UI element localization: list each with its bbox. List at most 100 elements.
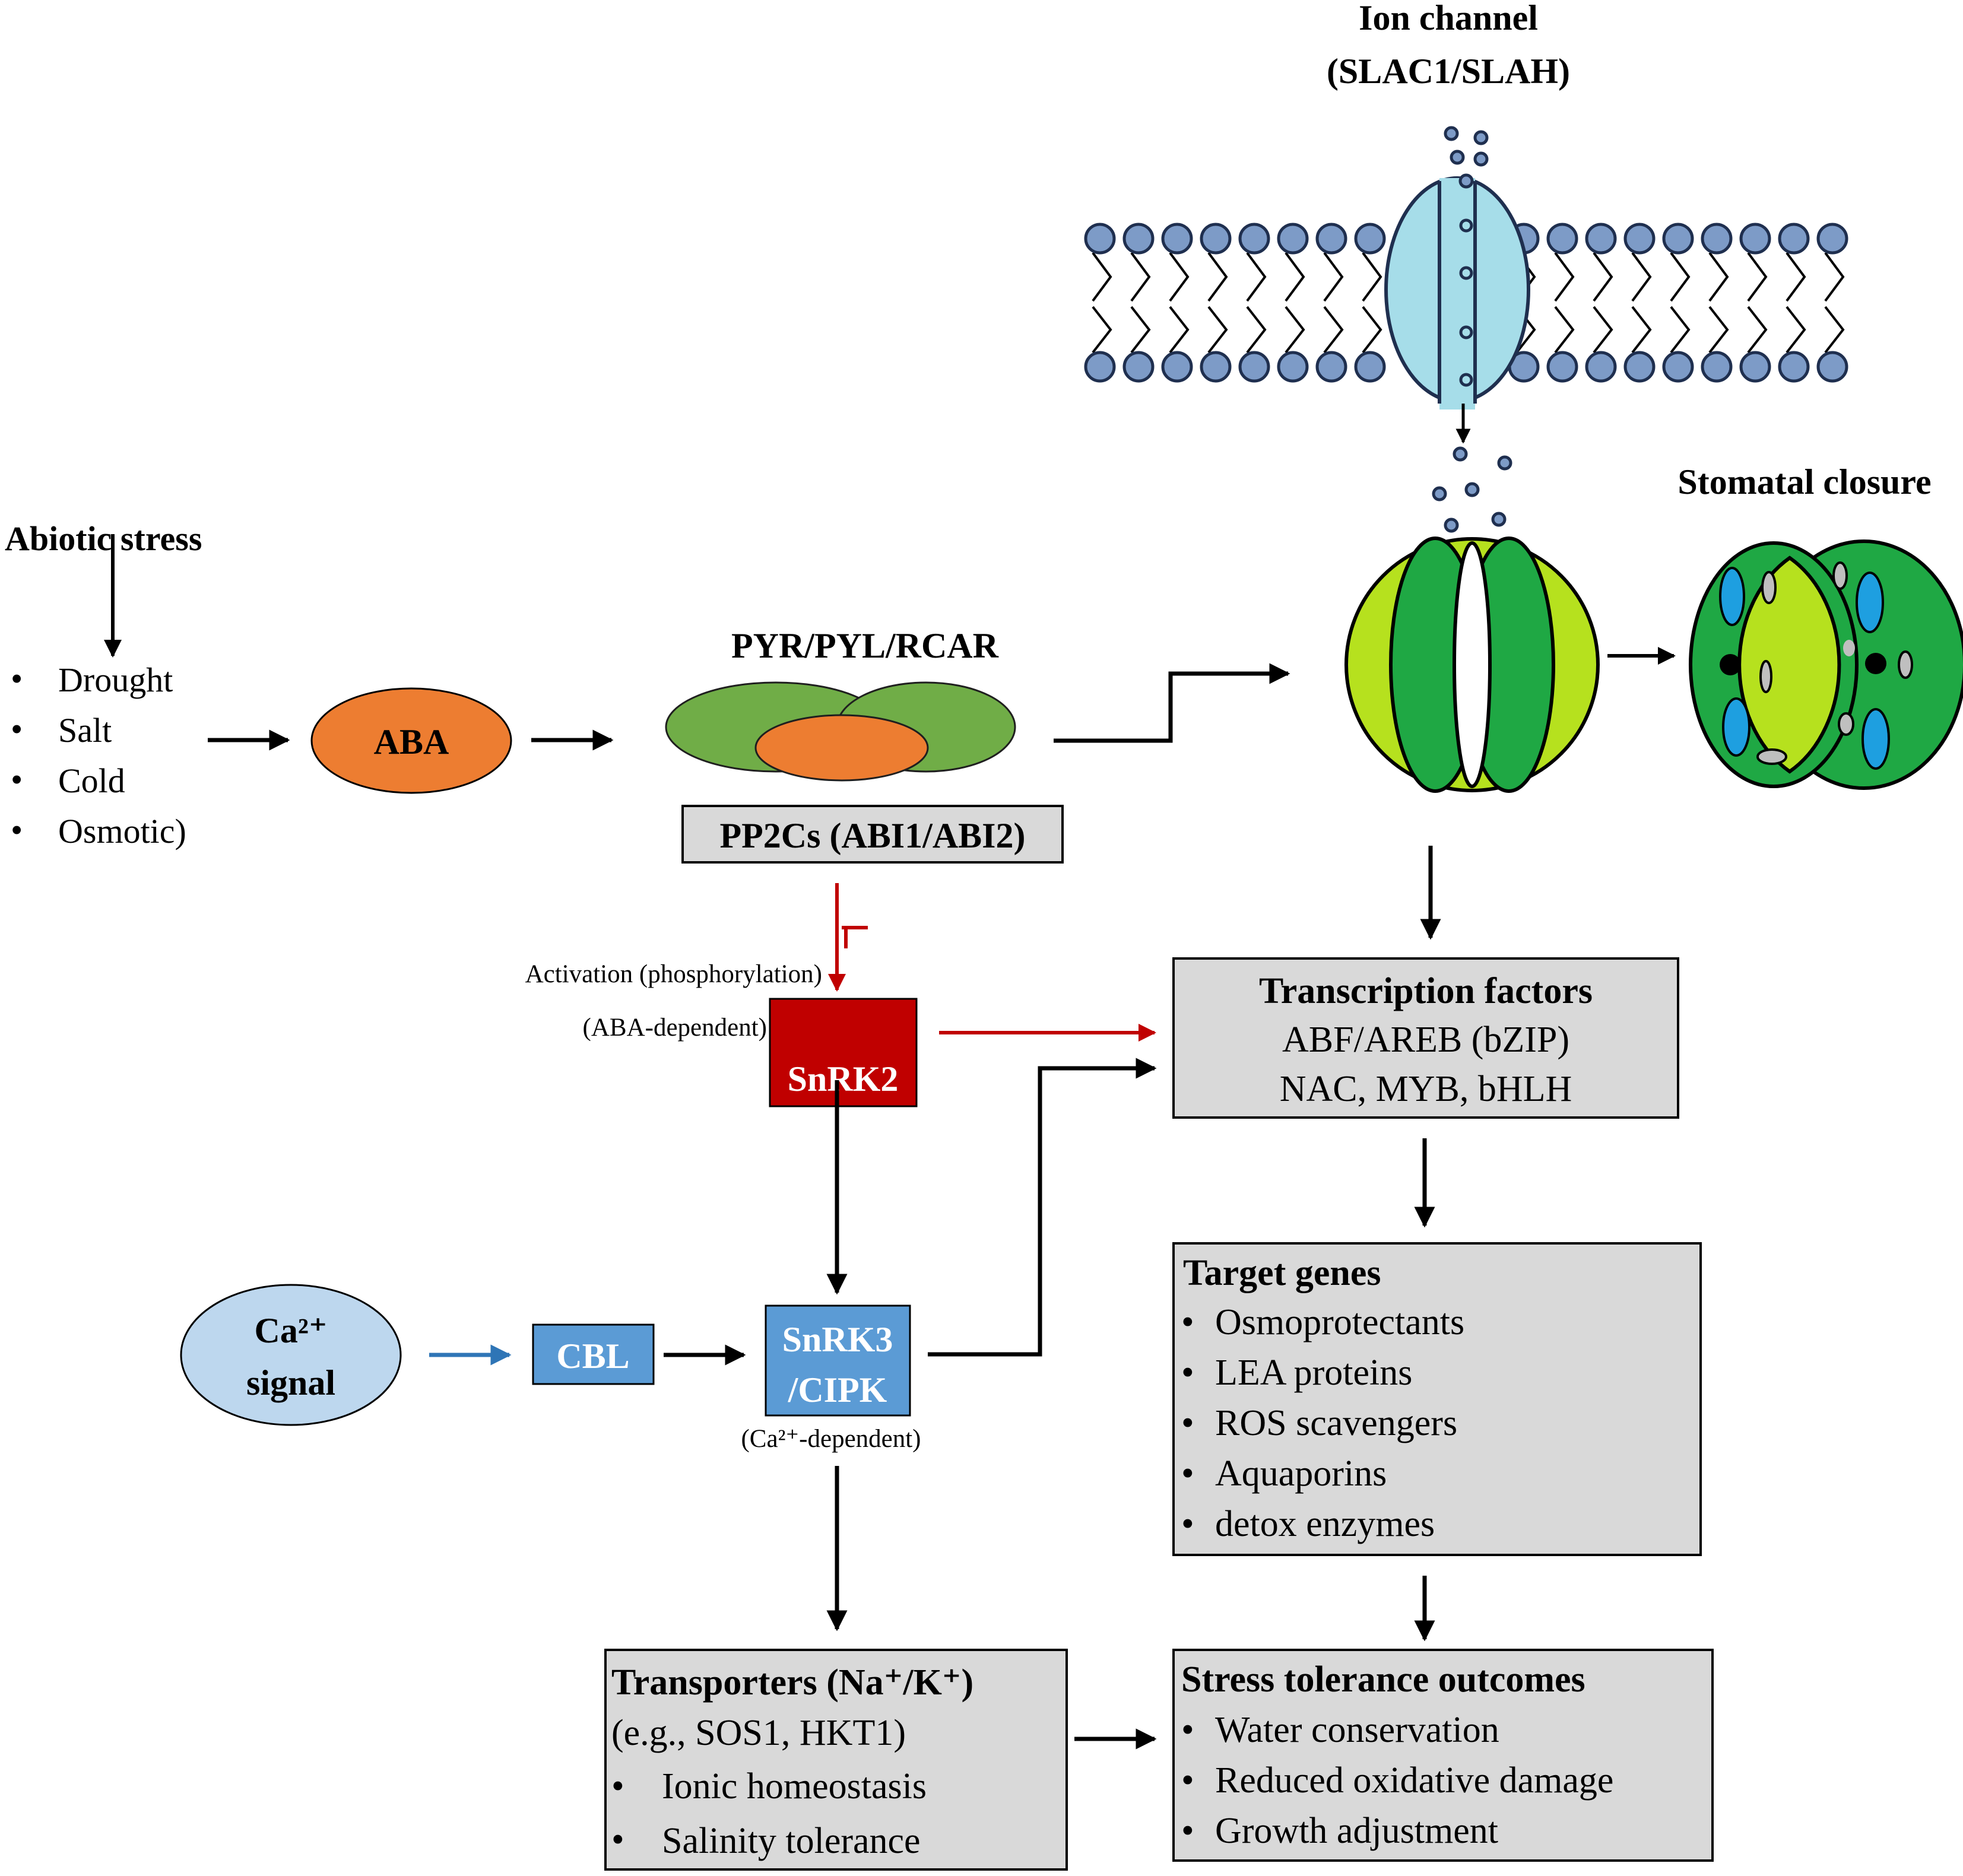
- lipid-tail: [1670, 306, 1691, 354]
- lipid-tail: [1285, 252, 1305, 302]
- lipid-head: [1623, 223, 1656, 255]
- target-genes-box: [1172, 1242, 1702, 1556]
- lipid-tail: [1246, 306, 1267, 354]
- lipid-tail: [1246, 252, 1267, 302]
- lipid-head: [1354, 223, 1386, 255]
- aba-ellipse: [310, 687, 512, 794]
- lipid-head: [1315, 351, 1347, 383]
- cbl-label: CBL: [556, 1337, 629, 1376]
- bullet: •: [1181, 1504, 1194, 1544]
- transcription-factors-box: [1172, 957, 1679, 1119]
- nucleus-left: [1720, 654, 1741, 675]
- lipid-tail: [1323, 306, 1344, 354]
- stress-salt: Salt: [58, 711, 112, 750]
- lipid-head: [1354, 351, 1386, 383]
- lipid-tail: [1207, 306, 1228, 354]
- pp2c-inhibition-arrow: [828, 883, 868, 992]
- lipid-head: [1238, 351, 1270, 383]
- lipid-head: [1122, 223, 1155, 255]
- snrk2-label: SnRK2: [788, 1059, 899, 1099]
- target-ros-scavengers: ROS scavengers: [1215, 1403, 1457, 1443]
- bullet: •: [1181, 1811, 1194, 1851]
- snrk2-box: [769, 998, 918, 1107]
- bullet: •: [611, 1766, 624, 1807]
- lipid-bilayer-membrane: [1084, 223, 1848, 383]
- outcomes-title: Stress tolerance outcomes: [1181, 1659, 1585, 1700]
- activation-label: Activation (phosphorylation): [525, 960, 822, 988]
- lipid-tail: [1670, 252, 1691, 302]
- bullet: •: [1181, 1760, 1194, 1801]
- lipid-head: [1122, 351, 1155, 383]
- receptor-label: PYR/PYL/RCAR: [731, 626, 999, 665]
- pyr-pyl-rcar-receptor: [665, 681, 1016, 782]
- stomatal-closure-label: Stomatal closure: [1677, 462, 1931, 501]
- lipid-head: [1546, 223, 1578, 255]
- lipid-tail: [1708, 306, 1729, 354]
- target-genes-list: • Osmoprotectants • LEA proteins • ROS s…: [1181, 1302, 1464, 1544]
- stress-osmotic: Osmotic): [58, 812, 186, 850]
- bullet: •: [11, 760, 23, 799]
- cbl-box: [532, 1323, 655, 1385]
- ion-channel-title: Ion channel: [1359, 0, 1538, 37]
- snrk3-line1: SnRK3: [782, 1320, 893, 1359]
- tf-line1: ABF/AREB (bZIP): [1282, 1020, 1569, 1060]
- outcome-water-conservation: Water conservation: [1215, 1710, 1499, 1750]
- lipid-tail: [1130, 306, 1151, 354]
- lipid-head: [1161, 351, 1193, 383]
- aba-dependent-label: (ABA-dependent): [583, 1014, 767, 1042]
- lipid-tail: [1130, 252, 1151, 302]
- receptor-to-stomata-arrow: [1054, 663, 1290, 743]
- target-genes-title: Target genes: [1183, 1253, 1381, 1293]
- lipid-head: [1315, 223, 1347, 255]
- ca-signal-line1: Ca²⁺: [255, 1311, 328, 1350]
- transporters-subtitle: (e.g., SOS1, HKT1): [611, 1713, 906, 1753]
- bullet: •: [1181, 1353, 1194, 1393]
- lipid-tail: [1786, 306, 1806, 354]
- bullet: •: [1181, 1453, 1194, 1494]
- lipid-tail: [1593, 306, 1613, 354]
- lipid-tail: [1554, 306, 1575, 354]
- lipid-head: [1585, 223, 1617, 255]
- bullet: •: [1181, 1710, 1194, 1750]
- transporter-ionic-homeostasis: Ionic homeostasis: [662, 1766, 927, 1807]
- small-organelle: [1843, 640, 1855, 656]
- abiotic-stress-title: Abiotic stress: [5, 519, 202, 558]
- ion-channel-subtitle: (SLAC1/SLAH): [1327, 52, 1570, 91]
- lipid-head: [1585, 351, 1617, 383]
- bullet: •: [11, 811, 23, 849]
- lipid-head: [1623, 351, 1656, 383]
- snrk3-cipk-box: [765, 1304, 911, 1417]
- lipid-head: [1161, 223, 1193, 255]
- lipid-head: [1084, 223, 1116, 255]
- ca-signal-ellipse: [180, 1284, 402, 1426]
- tf-line2: NAC, MYB, bHLH: [1280, 1069, 1572, 1109]
- lipid-tail: [1747, 252, 1768, 302]
- lipid-head: [1277, 223, 1309, 255]
- lipid-tail: [1708, 252, 1729, 302]
- bullet: •: [11, 659, 23, 698]
- lipid-tail: [1631, 252, 1652, 302]
- target-aquaporins: Aquaporins: [1215, 1453, 1387, 1494]
- bullet: •: [1181, 1302, 1194, 1342]
- lipid-tail: [1285, 306, 1305, 354]
- lipid-tail: [1593, 252, 1613, 302]
- open-stomata: [1344, 537, 1600, 793]
- nucleus-right: [1865, 653, 1886, 674]
- lipid-head: [1701, 351, 1733, 383]
- ions-above-channel: [1444, 126, 1489, 189]
- pp2c-box: [681, 805, 1064, 864]
- lipid-head: [1546, 351, 1578, 383]
- vacuole-blue: [1719, 567, 1890, 770]
- lipid-head: [1816, 351, 1848, 383]
- lipid-tail: [1207, 252, 1228, 302]
- lipid-tail: [1631, 306, 1652, 354]
- lipid-tail: [1824, 306, 1845, 354]
- lipid-head: [1778, 351, 1810, 383]
- chloroplasts-gray: [1756, 561, 1913, 765]
- snrk3-to-tf-arrow: [928, 1058, 1157, 1357]
- aba-label: ABA: [374, 722, 449, 761]
- target-osmoprotectants: Osmoprotectants: [1215, 1302, 1464, 1342]
- outcome-reduced-oxidative-damage: Reduced oxidative damage: [1215, 1760, 1613, 1801]
